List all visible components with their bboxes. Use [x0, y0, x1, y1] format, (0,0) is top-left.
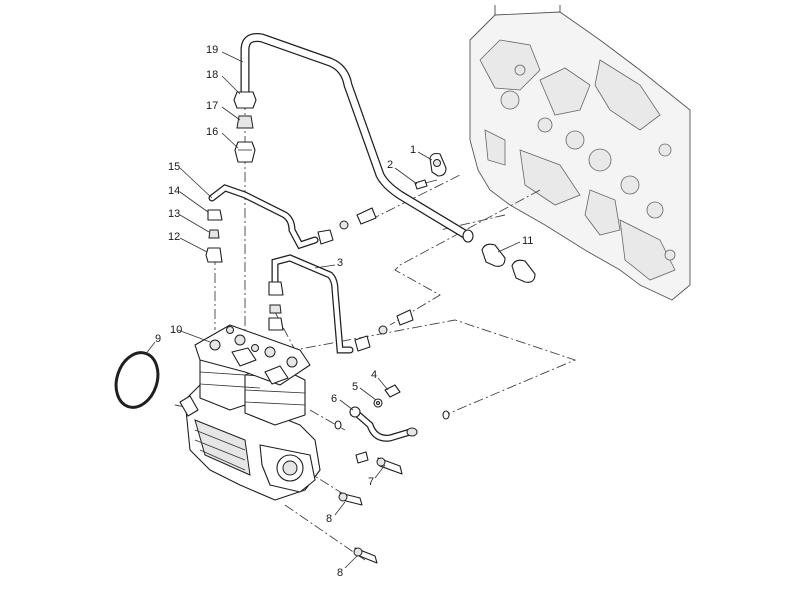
air-compressor: [179, 324, 321, 501]
callout-5: 5: [352, 381, 358, 393]
clamp-and-bolt: [414, 152, 447, 190]
engine-block: [469, 5, 691, 301]
pipe-6: [349, 406, 418, 442]
small-fasteners: [334, 384, 450, 564]
fittings-stack-left: [205, 209, 223, 263]
callout-7: 7: [368, 476, 374, 488]
callout-17: 17: [206, 100, 218, 112]
callout-labels: 19 18 17 16 15 14 13 12 1 2 3 11 10 9 4 …: [155, 44, 533, 579]
o-ring: [114, 351, 160, 409]
callout-4: 4: [371, 369, 377, 381]
hose-clamps: [481, 243, 536, 283]
callout-3: 3: [337, 257, 343, 269]
callout-2: 2: [387, 159, 393, 171]
callout-14: 14: [168, 185, 180, 197]
callout-8-lower: 8: [337, 567, 343, 579]
fittings-stack-upper: [233, 91, 257, 163]
fittings-stack-center: [268, 281, 284, 331]
callout-11: 11: [522, 235, 533, 247]
callout-18: 18: [206, 69, 218, 81]
callout-12: 12: [168, 231, 180, 243]
pipe-15: [208, 184, 319, 250]
callout-6: 6: [331, 393, 337, 405]
callout-16: 16: [206, 126, 218, 138]
callout-1: 1: [410, 144, 416, 156]
pipe-3: [271, 254, 354, 354]
callout-10: 10: [170, 324, 182, 336]
connector-fittings: [317, 207, 414, 352]
callout-9: 9: [155, 333, 161, 345]
callout-15: 15: [168, 161, 180, 173]
callout-leaders: [144, 51, 521, 569]
callout-8-upper: 8: [326, 513, 332, 525]
callout-19: 19: [206, 44, 218, 56]
pipe-19: [240, 33, 474, 243]
callout-13: 13: [168, 208, 180, 220]
